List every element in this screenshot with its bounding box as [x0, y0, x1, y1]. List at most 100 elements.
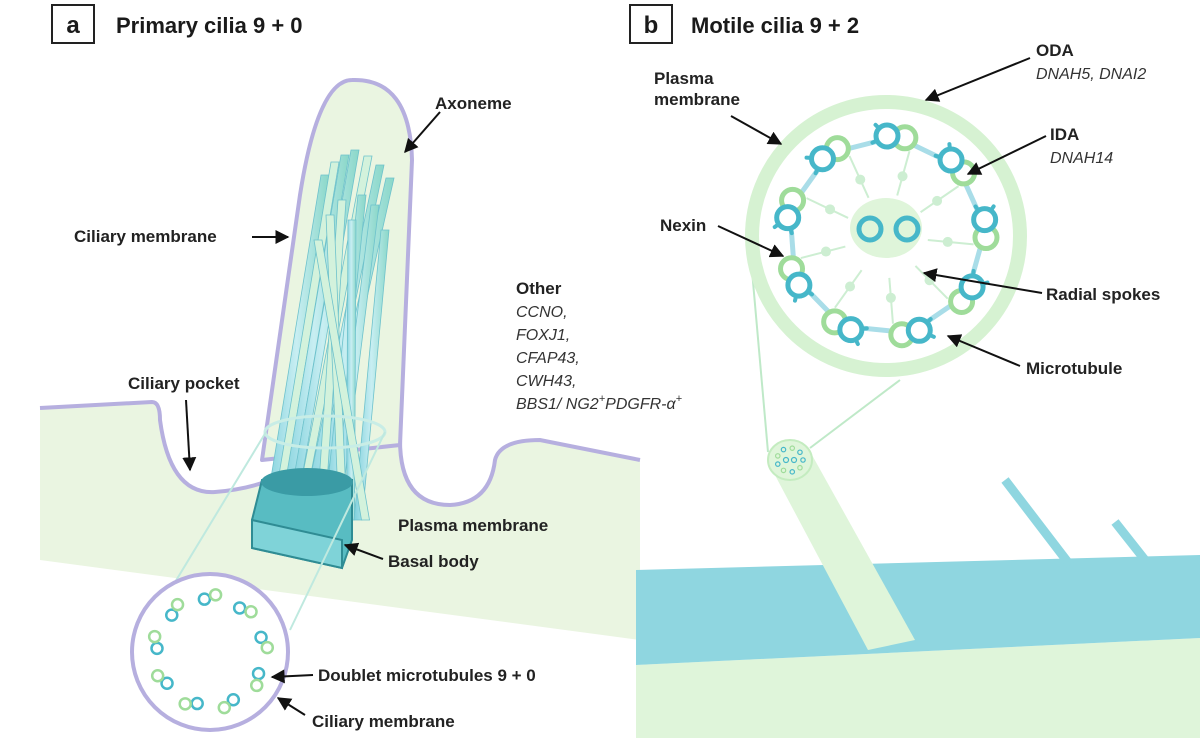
- mini-central: [782, 456, 790, 464]
- gene-pdgfr: PDGFR-α: [605, 396, 676, 413]
- label-plasma-b-1: Plasma: [654, 69, 714, 88]
- label-ciliary-pocket: Ciliary pocket: [128, 374, 240, 393]
- label-plasma-b-2: membrane: [654, 90, 740, 109]
- spokes-and-doublets-9-2: [772, 122, 1000, 349]
- doublet-a-tubule: [226, 692, 241, 707]
- mini-doublet: [800, 457, 806, 463]
- doublet-ring-9-0: [147, 588, 275, 715]
- microtubule-a: [971, 206, 999, 234]
- label-nexin: Nexin: [660, 216, 706, 235]
- label-doublet-microtubules: Doublet microtubules 9 + 0: [318, 666, 536, 685]
- doublet-b-tubule: [178, 697, 192, 711]
- doublet-b-tubule: [244, 605, 258, 619]
- doublet-a-tubule: [197, 592, 212, 606]
- mini-doublet: [774, 453, 781, 459]
- zoom-line-b-right: [809, 379, 901, 449]
- spoke-head: [845, 281, 856, 292]
- panel-b: b Motile cilia 9 + 2 Plasma membrane ODA…: [629, 4, 1200, 738]
- microtubule-a: [937, 146, 965, 174]
- mini-central: [790, 456, 798, 464]
- spoke-head: [825, 204, 836, 215]
- mini-doublet: [774, 461, 781, 467]
- doublet-a-tubule: [160, 676, 174, 691]
- microtubule-a: [808, 145, 836, 173]
- label-radial-spokes: Radial spokes: [1046, 285, 1160, 304]
- small-cilium-1: [1001, 477, 1074, 568]
- axoneme-rod: [313, 239, 370, 521]
- spoke-head: [924, 275, 935, 286]
- arrow-ida: [966, 135, 1047, 175]
- mini-doublet: [789, 469, 796, 475]
- doublet-b-tubule: [150, 668, 165, 683]
- microtubule-a: [873, 122, 901, 150]
- cell-layer-blue: [636, 555, 1200, 665]
- microtubule-a: [837, 316, 865, 344]
- arrow-ciliary-membrane-bottom: [276, 697, 306, 716]
- microtubule-a: [774, 204, 802, 232]
- arrow-basal-body: [343, 542, 384, 560]
- spoke-head: [942, 236, 953, 247]
- microtubule-a: [905, 316, 933, 344]
- sup-plus-2: +: [676, 393, 683, 405]
- doublet-b-tubule: [217, 700, 232, 715]
- sup-plus-1: +: [599, 393, 606, 405]
- label-microtubule: Microtubule: [1026, 359, 1122, 378]
- arrow-radial-spokes: [922, 268, 1043, 294]
- spoke-head: [885, 292, 896, 303]
- mini-doublet: [780, 467, 787, 474]
- microtubule-a: [785, 271, 813, 299]
- panel-b-letter-box: [629, 4, 673, 44]
- arrow-plasma-b: [730, 115, 783, 145]
- doublet-a-tubule: [254, 630, 268, 645]
- panel-a-letter-box: [51, 4, 95, 44]
- label-ciliary-membrane-bottom: Ciliary membrane: [312, 712, 455, 731]
- gene-line-1: CCNO,: [516, 304, 568, 321]
- arrow-doublet: [270, 669, 314, 684]
- arrow-microtubule: [946, 334, 1021, 367]
- gene-line-4: CWH43,: [516, 373, 576, 390]
- doublet-b-tubule: [147, 629, 162, 644]
- small-cilium-2: [1111, 519, 1149, 563]
- panel-b-title: Motile cilia 9 + 2: [691, 13, 859, 38]
- mini-doublet: [780, 446, 787, 453]
- panel-b-letter: b: [644, 12, 659, 39]
- doublet-a-tubule: [232, 601, 247, 615]
- spoke-head: [820, 246, 831, 257]
- motile-cilium-shaft: [768, 455, 915, 650]
- label-other: Other: [516, 279, 562, 298]
- doublet-b-tubule: [208, 588, 223, 602]
- doublet-b-tubule: [249, 678, 264, 693]
- tip-mini-ring: [774, 445, 806, 475]
- gene-line-3: CFAP43,: [516, 350, 580, 367]
- label-ciliary-membrane: Ciliary membrane: [74, 227, 217, 246]
- mini-doublet: [797, 464, 803, 471]
- panel-a-letter: a: [66, 12, 80, 39]
- doublet-b-tubule: [170, 597, 185, 612]
- label-ida: IDA: [1050, 125, 1079, 144]
- panel-a-title: Primary cilia 9 + 0: [116, 13, 303, 38]
- label-oda: ODA: [1036, 41, 1074, 60]
- zoom-line-a-right: [289, 431, 386, 631]
- gene-bbs1-ng2: BBS1/ NG2: [516, 396, 599, 413]
- gene-line-2: FOXJ1,: [516, 327, 570, 344]
- spoke-head: [897, 171, 908, 182]
- label-axoneme: Axoneme: [435, 94, 512, 113]
- arrow-nexin: [717, 225, 785, 258]
- doublet-a-tubule: [165, 608, 179, 622]
- mini-doublet: [789, 445, 796, 451]
- panel-a: a Primary cilia 9 + 0 Axoneme Ciliary me…: [39, 4, 683, 732]
- arrow-oda: [924, 57, 1031, 102]
- basal-body: [251, 468, 353, 570]
- spoke-head: [855, 174, 866, 185]
- spoke-head: [932, 195, 943, 206]
- label-basal-body: Basal body: [388, 552, 479, 571]
- arrow-ciliary-pocket: [182, 399, 197, 472]
- cross-section-a: [130, 572, 290, 732]
- plasma-membrane-line-a: [39, 399, 292, 495]
- tissue-green-b: [636, 638, 1200, 738]
- label-oda-genes: DNAH5, DNAI2: [1036, 66, 1146, 83]
- central-microtubule-right: [893, 215, 921, 243]
- plasma-membrane-line-a-right: [398, 437, 641, 508]
- doublet-b-tubule: [260, 640, 275, 655]
